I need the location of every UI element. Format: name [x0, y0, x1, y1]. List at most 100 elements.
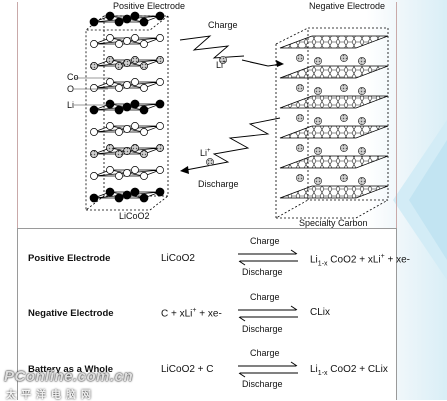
equilibrium-arrow-negative: [238, 305, 298, 322]
atom-o: [156, 166, 164, 174]
crystal-layer-co: [89, 11, 165, 27]
electrode-diagram-svg: [74, 11, 389, 219]
li-ion-charge: [219, 56, 227, 64]
atom-li: [340, 84, 348, 92]
equation-left-negative: C + xLi+ + xe-: [161, 307, 222, 320]
atom-o: [140, 172, 148, 180]
graphite-sheet: [279, 185, 389, 199]
atom-li: [340, 54, 348, 62]
atom-o: [123, 37, 131, 45]
crystal-layer-co: [89, 187, 165, 203]
atom-li: [131, 56, 139, 64]
atom-co: [139, 105, 149, 115]
atom-co: [130, 11, 140, 21]
graphite-sheet: [279, 35, 389, 49]
discharge-label: Discharge: [198, 179, 239, 189]
atom-o: [123, 169, 131, 177]
crystal-layer-o: [90, 78, 164, 92]
atom-li: [340, 144, 348, 152]
equation-right-whole: Li1-x CoO2 + CLix: [310, 364, 388, 377]
positive-caption: LiCoO2: [119, 211, 150, 221]
atom-li: [115, 62, 123, 70]
atom-li: [314, 147, 322, 155]
electrode-diagram: Positive Electrode Negative Electrode Ch…: [18, 0, 396, 228]
graphite-sheet: [279, 155, 389, 169]
atom-li: [314, 177, 322, 185]
atom-o: [123, 81, 131, 89]
equilibrium-arrow-positive: [238, 249, 298, 266]
atom-co: [89, 105, 99, 115]
intercalated-li-row: [296, 114, 366, 125]
equation-charge-negative: Charge: [250, 292, 280, 302]
intercalated-li-row: [296, 54, 366, 65]
atom-li: [140, 62, 148, 70]
slide-frame: [17, 2, 397, 398]
equation-name-whole: Battery as a Whole: [28, 364, 113, 375]
atom-li: [90, 150, 98, 158]
crystal-layer-co: [89, 99, 165, 115]
atom-li: [131, 144, 139, 152]
atom-li: [296, 114, 304, 122]
graphite-sheet: [279, 95, 389, 109]
atom-o: [90, 84, 98, 92]
atom-li: [358, 147, 366, 155]
atom-o: [106, 166, 114, 174]
equation-name-positive: Positive Electrode: [28, 253, 111, 264]
atom-o: [115, 172, 123, 180]
negative-electrode-title: Negative Electrode: [309, 1, 386, 11]
atom-li: [123, 147, 131, 155]
intercalated-li-row: [296, 144, 366, 155]
atom-o: [106, 78, 114, 86]
li-ion-discharge: [206, 158, 214, 166]
atom-o: [131, 166, 139, 174]
legend-o-label: O: [67, 84, 75, 94]
li-ion-charge-label: Li+: [216, 60, 227, 70]
equation-right-positive: Li1-x CoO2 + xLi+ + xe-: [310, 253, 411, 268]
atom-li: [115, 150, 123, 158]
charge-arrow: [179, 35, 284, 67]
equation-charge-whole: Charge: [250, 348, 280, 358]
atom-co: [139, 17, 149, 27]
watermark-tagline: 太平洋电脑网: [6, 390, 96, 401]
atom-li: [156, 144, 164, 152]
atom-li: [106, 56, 114, 64]
atom-li: [296, 54, 304, 62]
positive-electrode-title: Positive Electrode: [113, 1, 186, 11]
atom-o: [90, 172, 98, 180]
atom-li: [90, 62, 98, 70]
atom-o: [106, 122, 114, 130]
atom-o: [90, 128, 98, 136]
intercalated-li-row: [296, 174, 366, 185]
atom-li: [358, 177, 366, 185]
atom-li: [314, 57, 322, 65]
equilibrium-arrow-whole: [238, 361, 298, 378]
atom-co: [105, 11, 115, 21]
atom-o: [115, 84, 123, 92]
atom-o: [131, 78, 139, 86]
atom-co: [122, 14, 132, 24]
atom-co: [89, 193, 99, 203]
equation-discharge-positive: Discharge: [242, 267, 283, 277]
equation-left-whole: LiCoO2 + C: [161, 364, 214, 375]
atom-li: [296, 144, 304, 152]
equations-panel: Positive Electrode LiCoO2 Charge Dischar…: [17, 228, 410, 400]
crystal-layer-li: [90, 144, 164, 158]
atom-li: [314, 117, 322, 125]
atom-o: [156, 34, 164, 42]
equation-name-negative: Negative Electrode: [28, 308, 114, 319]
legend-li-label: Li: [67, 100, 75, 110]
atom-li: [296, 84, 304, 92]
atom-co: [139, 193, 149, 203]
crystal-layer-li: [90, 56, 164, 70]
equation-right-negative: CLix: [310, 307, 331, 318]
atom-o: [156, 78, 164, 86]
equation-charge-positive: Charge: [250, 236, 280, 246]
legend-co-label: Co: [67, 72, 79, 82]
atom-o: [131, 122, 139, 130]
atom-o: [131, 34, 139, 42]
atom-co: [105, 99, 115, 109]
atom-o: [90, 40, 98, 48]
carbon-lattice: [275, 27, 389, 219]
atom-o: [106, 34, 114, 42]
crystal-layer-o: [90, 166, 164, 180]
